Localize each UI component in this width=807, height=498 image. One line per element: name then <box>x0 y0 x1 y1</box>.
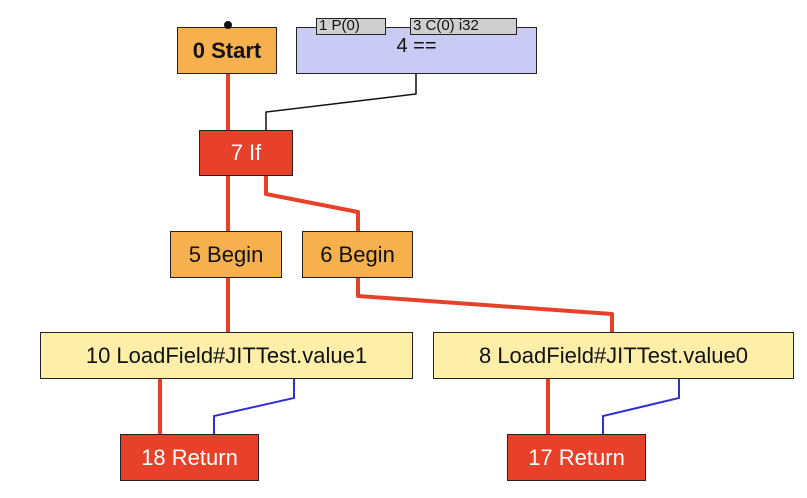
compare-input-left-port[interactable]: 1 P(0) <box>316 18 386 35</box>
return-18-node[interactable]: 18 Return <box>120 434 259 481</box>
begin-false-node[interactable]: 6 Begin <box>302 231 413 278</box>
edge-load0-value-to-return17 <box>602 379 680 434</box>
load-field-value1-node[interactable]: 10 LoadField#JITTest.value1 <box>40 332 413 379</box>
compare-input-right-port[interactable]: 3 C(0) i32 <box>410 18 517 35</box>
edge-load1-value-to-return18 <box>213 379 295 434</box>
edge-compare-to-if <box>265 74 417 130</box>
begin-true-node[interactable]: 5 Begin <box>170 231 282 278</box>
start-node[interactable]: 0 Start <box>177 27 277 74</box>
start-marker-dot <box>224 21 232 29</box>
if-node[interactable]: 7 If <box>199 130 293 176</box>
load-field-value0-node[interactable]: 8 LoadField#JITTest.value0 <box>433 332 794 379</box>
edge-begin-false-to-load0 <box>356 276 614 334</box>
return-17-node[interactable]: 17 Return <box>507 434 646 481</box>
edge-if-to-begin-false <box>264 174 360 233</box>
watermark-label: @稀土掘金技术社区 <box>670 472 797 488</box>
